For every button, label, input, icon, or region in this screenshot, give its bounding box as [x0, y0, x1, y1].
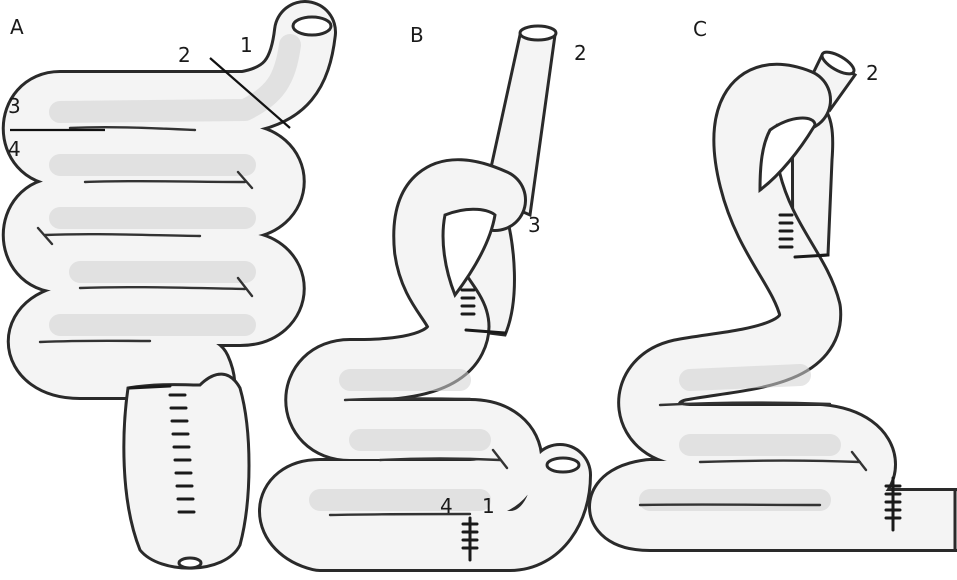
- panel-a-marker-2: 2: [178, 43, 191, 67]
- panel-a-marker-1: 1: [240, 33, 253, 57]
- panel-a-pouch-outlet: [179, 558, 201, 568]
- panel-b-proximal-lumen: [520, 26, 556, 40]
- panel-b-marker-4: 4: [440, 494, 453, 518]
- panel-a-letter: A: [10, 15, 24, 39]
- panel-a-stomach-pouch: [124, 374, 249, 568]
- panel-a-intestine: [34, 32, 305, 410]
- panel-c-marker-2: 2: [866, 61, 879, 85]
- panel-a-proximal-lumen: [293, 17, 331, 35]
- panel-b-distal-lumen: [547, 458, 579, 472]
- panel-b-marker-1: 1: [482, 494, 495, 518]
- panel-b-intestine: [290, 190, 560, 540]
- panel-b: B: [290, 23, 587, 560]
- panel-b-marker-2: 2: [574, 41, 587, 65]
- panel-c-letter: C: [693, 17, 707, 41]
- panel-a-marker-3: 3: [8, 94, 21, 118]
- panel-b-marker-3: 3: [528, 213, 541, 237]
- panel-c-intestine: [620, 95, 955, 520]
- panel-b-letter: B: [410, 23, 424, 47]
- panel-c: C: [620, 17, 955, 552]
- panel-a-marker-4: 4: [8, 137, 21, 161]
